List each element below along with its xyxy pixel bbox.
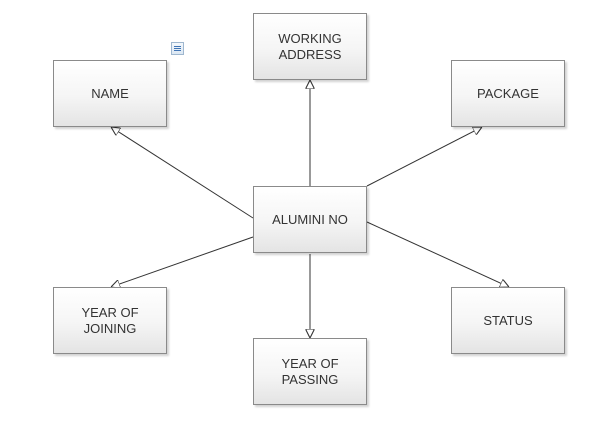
entity-year-of-joining[interactable]: YEAR OF JOINING — [53, 287, 167, 354]
year-of-joining-label: YEAR OF JOINING — [81, 304, 139, 336]
connector-package — [366, 127, 482, 187]
name-label: NAME — [91, 85, 129, 101]
package-label: PACKAGE — [477, 85, 539, 101]
entity-alumini-no[interactable]: ALUMINI NO — [253, 186, 367, 253]
alumini-no-label: ALUMINI NO — [272, 211, 348, 227]
status-label: STATUS — [483, 312, 533, 328]
entity-package[interactable]: PACKAGE — [451, 60, 565, 127]
working-address-label: WORKING ADDRESS — [278, 30, 342, 62]
entity-status[interactable]: STATUS — [451, 287, 565, 354]
menu-icon[interactable] — [171, 42, 184, 55]
entity-name[interactable]: NAME — [53, 60, 167, 127]
entity-working-address[interactable]: WORKING ADDRESS — [253, 13, 367, 80]
entity-year-of-passing[interactable]: YEAR OF PASSING — [253, 338, 367, 405]
connector-year-of-joining — [111, 236, 254, 287]
year-of-passing-label: YEAR OF PASSING — [281, 355, 339, 387]
connector-name — [111, 127, 254, 219]
connector-status — [366, 221, 509, 287]
